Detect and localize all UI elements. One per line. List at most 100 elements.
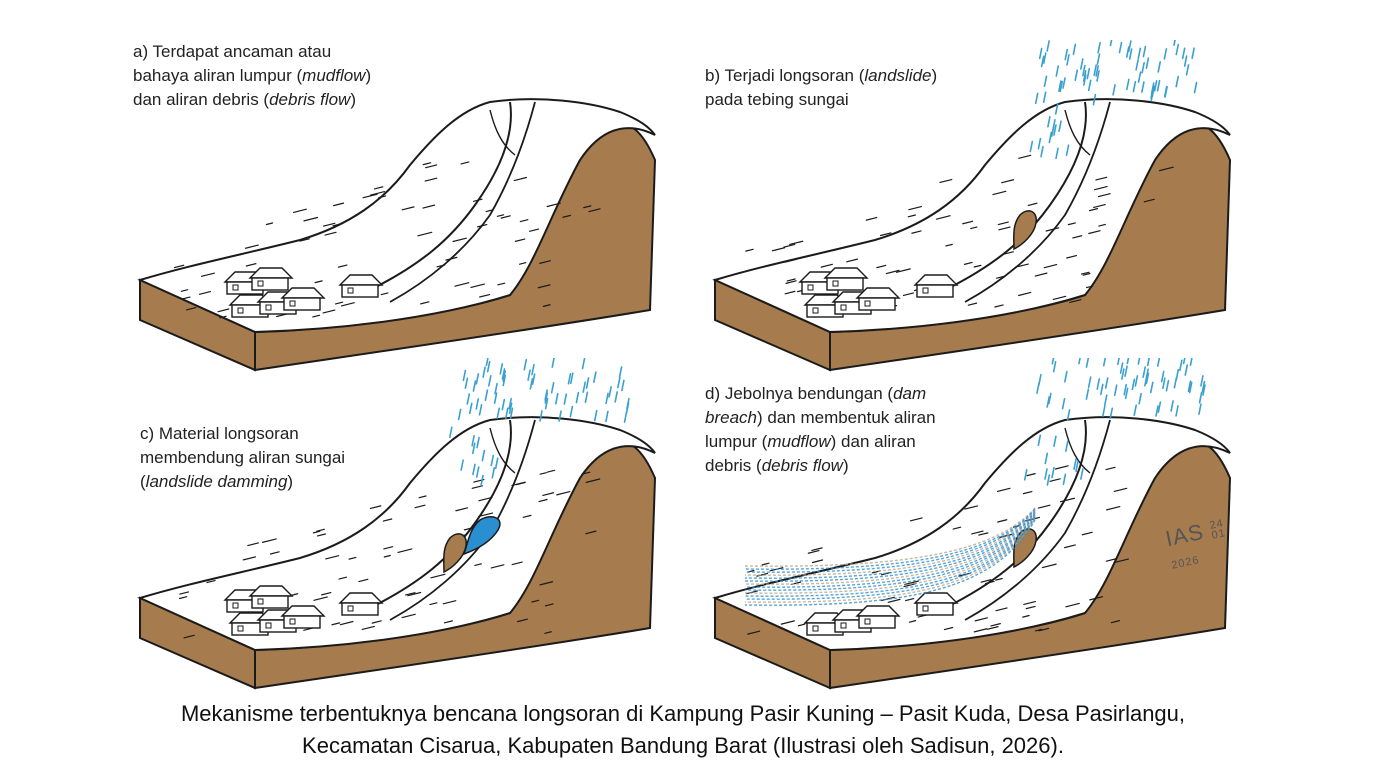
- house-icon: [248, 267, 294, 291]
- rain-drop: [621, 379, 625, 392]
- rain-drop: [496, 407, 501, 420]
- terrain-hatch: [1037, 504, 1051, 509]
- rain-drop: [1181, 47, 1186, 60]
- rain-drop: [1135, 59, 1139, 71]
- rain-drop: [1112, 84, 1116, 96]
- rain-drop: [1095, 65, 1099, 77]
- house-icon: [280, 605, 326, 629]
- terrain-hatch: [324, 231, 337, 236]
- terrain-hatch: [430, 573, 446, 579]
- rain-drop: [1183, 55, 1188, 67]
- label-line: breach) dan membentuk aliran: [705, 408, 936, 427]
- terrain-hatch: [1043, 263, 1058, 269]
- terrain-hatch: [1098, 223, 1106, 227]
- terrain-hatch: [539, 260, 552, 264]
- rain-drop: [1128, 40, 1132, 52]
- terrain-hatch: [500, 215, 511, 219]
- rain-drop: [1141, 81, 1145, 93]
- terrain-hatch: [1049, 478, 1061, 482]
- terrain-hatch: [537, 284, 551, 289]
- stream-line: [944, 419, 1087, 609]
- rain-drop: [1040, 145, 1044, 158]
- rain-drop: [1042, 52, 1047, 64]
- terrain-hatch: [1088, 230, 1101, 235]
- rain-drop: [551, 358, 555, 368]
- terrain-hatch: [992, 190, 1007, 196]
- rain-drop: [1191, 47, 1195, 59]
- terrain-hatch: [316, 528, 325, 532]
- rain-drop: [1187, 380, 1192, 393]
- landslide-mass: [1013, 210, 1037, 251]
- stream-line: [964, 101, 1111, 303]
- rain-drop: [1175, 43, 1180, 56]
- terrain-hatch: [340, 302, 355, 307]
- mudflow-streak: [744, 511, 1036, 579]
- terrain-hatch: [998, 226, 1011, 231]
- block-diagram: [712, 40, 1232, 372]
- terrain-hatch: [312, 314, 321, 318]
- terrain-hatch: [180, 289, 189, 292]
- label-line: b) Terjadi longsoran (landslide): [705, 66, 938, 85]
- terrain-hatch: [1022, 614, 1030, 618]
- rain-drop: [1128, 48, 1133, 60]
- mudflow-streak: [744, 514, 1036, 591]
- rain-drop: [1182, 358, 1186, 365]
- rain-drop: [1189, 358, 1193, 366]
- terrain-hatch: [546, 469, 556, 473]
- terrain-hatch: [247, 542, 259, 547]
- terrain-hatch: [780, 620, 795, 625]
- terrain-hatch: [1064, 544, 1076, 549]
- rain-drop: [1113, 384, 1118, 396]
- rain-drop: [1072, 43, 1077, 56]
- rain-drop: [1050, 125, 1055, 138]
- signature-year: 2026: [1170, 554, 1201, 572]
- rain-drop: [1200, 375, 1204, 387]
- terrain-hatch: [322, 222, 336, 227]
- terrain-hatch: [338, 576, 347, 580]
- terrain-hatch: [887, 598, 901, 603]
- rain-drop: [494, 457, 499, 470]
- mudflow-streak: [744, 513, 1036, 585]
- rain-drop: [1153, 80, 1158, 92]
- rain-drop: [1146, 358, 1150, 367]
- rain-drop: [1156, 358, 1161, 367]
- terrain-hatch: [544, 631, 552, 634]
- rain-drop: [485, 358, 489, 367]
- rain-drop: [1075, 460, 1079, 473]
- terrain-hatch: [1002, 251, 1014, 255]
- rain-drop: [1093, 64, 1097, 76]
- terrain-hatch: [784, 290, 796, 295]
- terrain-hatch: [585, 478, 601, 483]
- terrain-hatch: [261, 538, 277, 543]
- label-line: pada tebing sungai: [705, 90, 849, 109]
- stream-line: [1064, 427, 1091, 474]
- rain-drop: [1096, 378, 1101, 390]
- rain-drop: [608, 386, 612, 398]
- rain-drop: [1052, 360, 1057, 373]
- rain-drop: [1134, 375, 1139, 387]
- terrain-hatch: [995, 607, 1008, 612]
- rain-drop: [1046, 40, 1050, 52]
- rain-drop: [1173, 40, 1176, 46]
- terrain-hatch: [442, 600, 457, 605]
- terrain-hatch: [478, 496, 493, 502]
- rain-drop: [1100, 383, 1104, 396]
- rain-drop: [1103, 394, 1108, 406]
- label-line: a) Terdapat ancaman atau: [133, 42, 332, 61]
- house-icon: [855, 605, 901, 629]
- terrain-hatch: [445, 256, 458, 261]
- terrain-hatch: [1143, 198, 1155, 203]
- rain-drop: [1170, 400, 1174, 412]
- rain-drop: [1121, 368, 1125, 380]
- rain-drop: [1133, 404, 1138, 417]
- rain-drop: [1179, 359, 1183, 372]
- rain-drop: [476, 436, 480, 449]
- landslide-mass: [443, 533, 467, 574]
- rain-drop: [1142, 45, 1147, 58]
- rain-drop: [1051, 358, 1055, 365]
- terrain-hatch: [334, 301, 344, 305]
- terrain-hatch: [546, 202, 561, 208]
- terrain-hatch: [585, 530, 597, 535]
- rain-drop: [1080, 468, 1084, 480]
